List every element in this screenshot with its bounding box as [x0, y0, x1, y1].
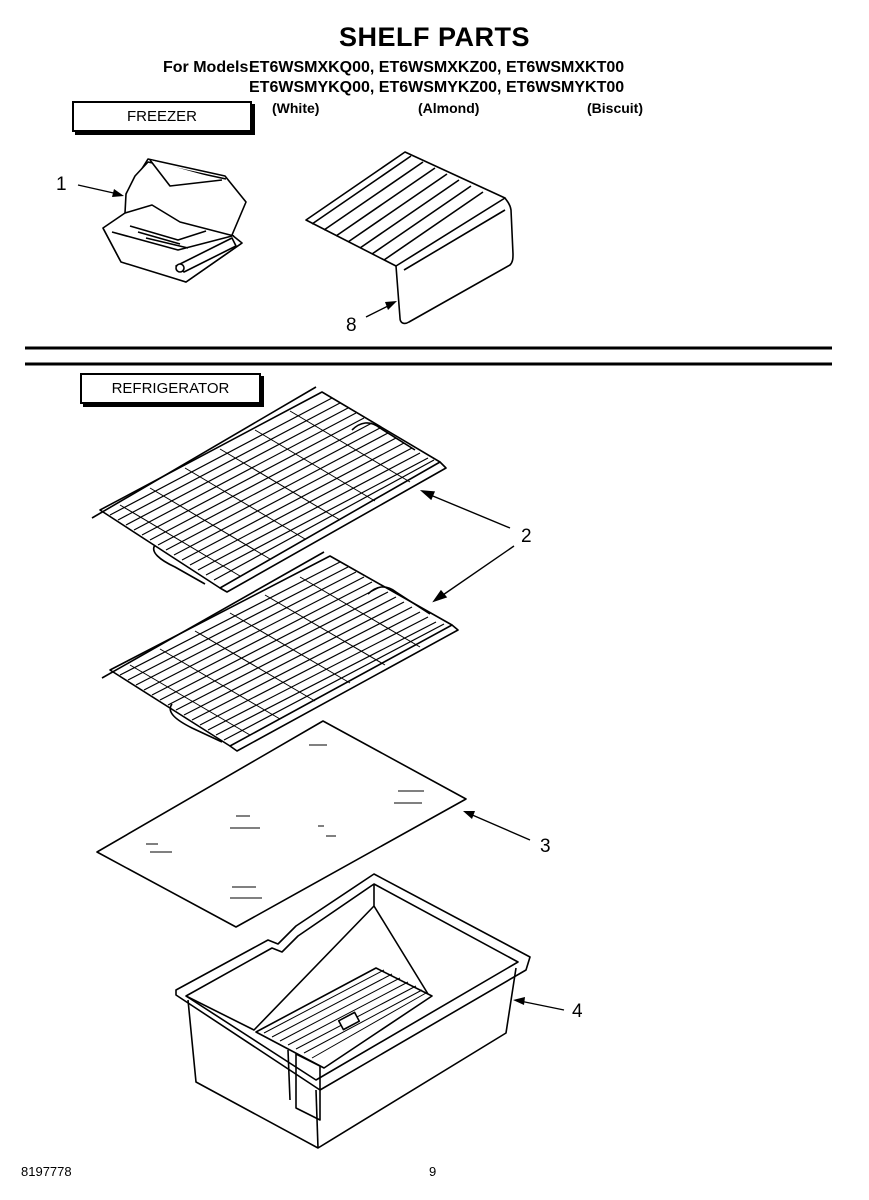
color-almond: (Almond) — [418, 100, 480, 116]
model-list: For Models:ET6WSMXKQ00, ET6WSMXKZ00, ET6… — [163, 58, 624, 98]
glass-cover-illustration — [96, 720, 467, 928]
crisper-drawer-illustration — [175, 873, 531, 1149]
callout-8-arrow — [365, 301, 397, 318]
freezer-shelf-illustration — [305, 151, 514, 325]
callout-1-arrow — [77, 184, 124, 197]
color-biscuit: (Biscuit) — [587, 100, 643, 116]
callout-1: 1 — [56, 174, 67, 195]
callout-4-arrow — [513, 997, 565, 1011]
callout-2-arrows — [419, 490, 515, 603]
model-row-2: ET6WSMYKQ00, ET6WSMYKZ00, ET6WSMYKT00 — [163, 78, 624, 98]
models-label: For Models: — [163, 59, 254, 76]
model-row-1: For Models:ET6WSMXKQ00, ET6WSMXKZ00, ET6… — [163, 58, 624, 78]
callout-4: 4 — [572, 1001, 583, 1022]
color-white: (White) — [272, 100, 320, 116]
callout-3: 3 — [540, 836, 551, 857]
refrigerator-section-label: REFRIGERATOR — [80, 373, 261, 404]
callout-3-arrow — [463, 811, 531, 841]
callout-8: 8 — [346, 315, 357, 336]
freezer-basket-illustration — [102, 158, 247, 283]
lower-wire-shelf-illustration — [101, 551, 459, 752]
page-title: SHELF PARTS — [338, 22, 530, 52]
model-numbers-2: ET6WSMYKQ00, ET6WSMYKZ00, ET6WSMYKT00 — [249, 79, 625, 96]
model-numbers-1: ET6WSMXKQ00, ET6WSMXKZ00, ET6WSMXKT00 — [249, 59, 625, 76]
callout-2: 2 — [521, 526, 532, 547]
section-divider — [25, 346, 832, 366]
upper-wire-shelf-illustration — [91, 386, 447, 593]
document-number: 8197778 — [21, 1164, 72, 1179]
freezer-section-label: FREEZER — [72, 101, 252, 132]
page-number: 9 — [429, 1164, 437, 1179]
